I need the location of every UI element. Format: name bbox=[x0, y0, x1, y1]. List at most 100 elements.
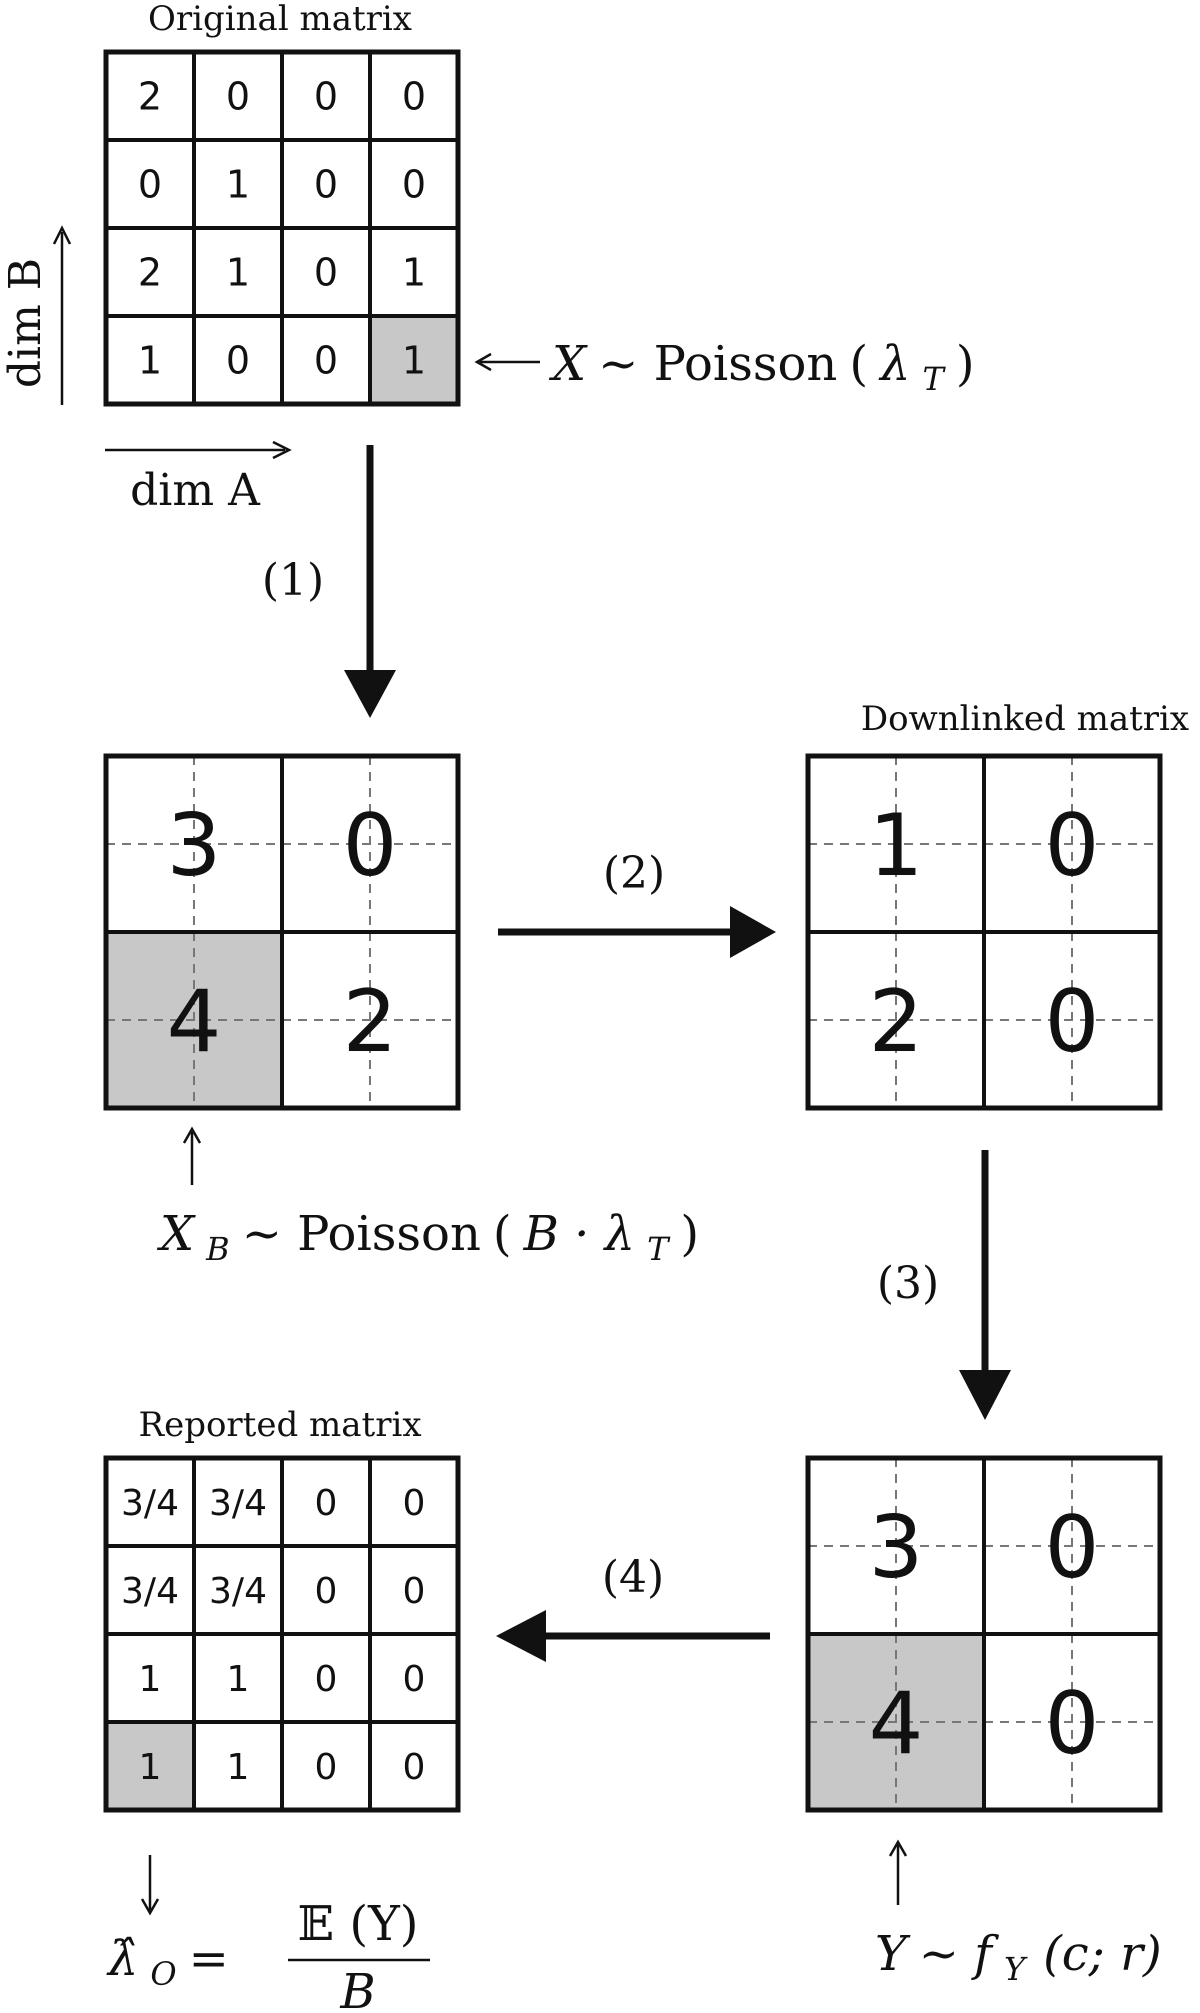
xb-open-paren: ( bbox=[493, 1206, 512, 1262]
reported-cell: 1 bbox=[227, 1659, 250, 1700]
recovered-cell: 4 bbox=[869, 1674, 924, 1774]
x-distribution-label: X ~ Poisson ( λ T ) bbox=[548, 336, 975, 401]
y-tilde: ~ bbox=[919, 1926, 974, 1982]
reported-cell: 3/4 bbox=[121, 1571, 179, 1612]
reported-highlight-cell bbox=[106, 1722, 194, 1810]
binned-cell: 3 bbox=[167, 796, 222, 896]
original-cell: 0 bbox=[138, 163, 162, 207]
x-open-paren: ( bbox=[849, 336, 868, 392]
step-4-arrowhead bbox=[496, 1610, 546, 1662]
reported-matrix-title: Reported matrix bbox=[138, 1405, 421, 1445]
original-cell: 0 bbox=[314, 251, 338, 295]
y-distribution-label: Y ~ f Y (c; r) bbox=[875, 1926, 1162, 1991]
xb-lambda-sub: T bbox=[647, 1230, 671, 1268]
reported-cell: 1 bbox=[139, 1747, 162, 1788]
x-pointer-arrowhead bbox=[474, 352, 492, 372]
xb-pointer-arrowhead bbox=[182, 1126, 202, 1144]
downlinked-cell: 1 bbox=[869, 796, 924, 896]
step-3-label: (3) bbox=[877, 1258, 939, 1309]
original-cell: 1 bbox=[138, 339, 162, 383]
reported-cell: 0 bbox=[403, 1571, 426, 1612]
xb-var-sub: B bbox=[205, 1230, 230, 1268]
lambda-denominator: B bbox=[339, 1964, 375, 2013]
recovered-matrix: 3 0 4 0 bbox=[805, 1455, 1163, 1813]
y-f: f bbox=[971, 1926, 999, 1982]
lambda-equals: = bbox=[189, 1931, 229, 1987]
recovered-cell: 0 bbox=[1045, 1498, 1100, 1598]
downlinked-cell: 2 bbox=[869, 972, 924, 1072]
reported-cell: 0 bbox=[315, 1659, 338, 1700]
xb-param-pre: B · bbox=[523, 1206, 605, 1262]
step-2-label: (2) bbox=[603, 848, 665, 899]
xb-distribution-label: X B ~ Poisson ( B · λ T ) bbox=[156, 1206, 699, 1271]
original-cell: 1 bbox=[402, 339, 426, 383]
binned-border bbox=[103, 753, 461, 1111]
xb-lambda: λ bbox=[603, 1206, 635, 1262]
lambda-hat-sub: O bbox=[150, 1955, 176, 1993]
x-tilde: ~ bbox=[598, 336, 653, 392]
x-poisson: Poisson bbox=[654, 336, 838, 392]
binned-matrix: 3 0 4 2 bbox=[103, 753, 461, 1111]
original-matrix-title: Original matrix bbox=[148, 0, 412, 39]
y-f-sub: Y bbox=[1004, 1950, 1028, 1988]
xb-poisson: Poisson bbox=[297, 1206, 481, 1262]
lambda-numerator: 𝔼 (Y) bbox=[298, 1896, 419, 1952]
reported-border bbox=[103, 1455, 461, 1813]
downlinked-border bbox=[805, 753, 1163, 1111]
dim-a-label: dim A bbox=[130, 465, 261, 516]
downlinked-cell: 0 bbox=[1045, 972, 1100, 1072]
original-highlight-cell bbox=[370, 316, 458, 404]
lambda-hat: λ̂ bbox=[106, 1931, 138, 1987]
downlinked-cell: 0 bbox=[1045, 796, 1100, 896]
step-1-arrowhead bbox=[344, 670, 396, 718]
downlinked-matrix-title: Downlinked matrix bbox=[861, 699, 1189, 739]
original-cell: 0 bbox=[402, 163, 426, 207]
reported-cell: 0 bbox=[403, 1659, 426, 1700]
reported-cell: 0 bbox=[403, 1747, 426, 1788]
recovered-cell: 3 bbox=[869, 1498, 924, 1598]
original-border bbox=[103, 49, 461, 407]
reported-cell: 3/4 bbox=[209, 1571, 267, 1612]
original-cell: 0 bbox=[226, 339, 250, 383]
step-1-label: (1) bbox=[262, 555, 324, 606]
original-cell: 2 bbox=[138, 251, 162, 295]
original-cell: 1 bbox=[402, 251, 426, 295]
x-lambda-sub: T bbox=[923, 360, 947, 398]
original-cell: 1 bbox=[226, 163, 250, 207]
binned-cell: 0 bbox=[343, 796, 398, 896]
x-var: X bbox=[548, 336, 588, 392]
y-var: Y bbox=[875, 1926, 911, 1982]
lambda-hat-lhs: λ̂ O = bbox=[106, 1931, 229, 1996]
reported-cell: 0 bbox=[315, 1747, 338, 1788]
reported-cell: 1 bbox=[227, 1747, 250, 1788]
original-cell: 0 bbox=[314, 163, 338, 207]
dim-b-label: dim B bbox=[0, 258, 51, 388]
recovered-cell: 0 bbox=[1045, 1674, 1100, 1774]
x-lambda: λ bbox=[878, 336, 910, 392]
downlinked-matrix: 1 0 2 0 bbox=[805, 753, 1163, 1111]
reported-cell: 0 bbox=[315, 1571, 338, 1612]
xb-var: X bbox=[156, 1206, 196, 1262]
xb-tilde: ~ bbox=[242, 1206, 297, 1262]
binned-cell: 4 bbox=[167, 972, 222, 1072]
step-4-label: (4) bbox=[602, 1552, 664, 1603]
original-cell: 0 bbox=[226, 75, 250, 119]
step-3-arrowhead bbox=[959, 1370, 1011, 1420]
dim-a-arrowhead bbox=[272, 440, 292, 460]
original-cell: 2 bbox=[138, 75, 162, 119]
recovered-border bbox=[805, 1455, 1163, 1813]
lambda-pointer-arrowhead bbox=[140, 1898, 160, 1916]
original-cell: 0 bbox=[314, 75, 338, 119]
original-cell: 1 bbox=[226, 251, 250, 295]
y-pointer-arrowhead bbox=[888, 1839, 908, 1857]
binned-cell: 2 bbox=[343, 972, 398, 1072]
xb-close-paren: ) bbox=[680, 1206, 699, 1262]
reported-cell: 0 bbox=[315, 1483, 338, 1524]
dim-b-arrowhead bbox=[52, 225, 72, 245]
reported-cell: 3/4 bbox=[209, 1483, 267, 1524]
step-2-arrowhead bbox=[730, 906, 776, 958]
reported-cell: 0 bbox=[403, 1483, 426, 1524]
x-close-paren: ) bbox=[956, 336, 975, 392]
